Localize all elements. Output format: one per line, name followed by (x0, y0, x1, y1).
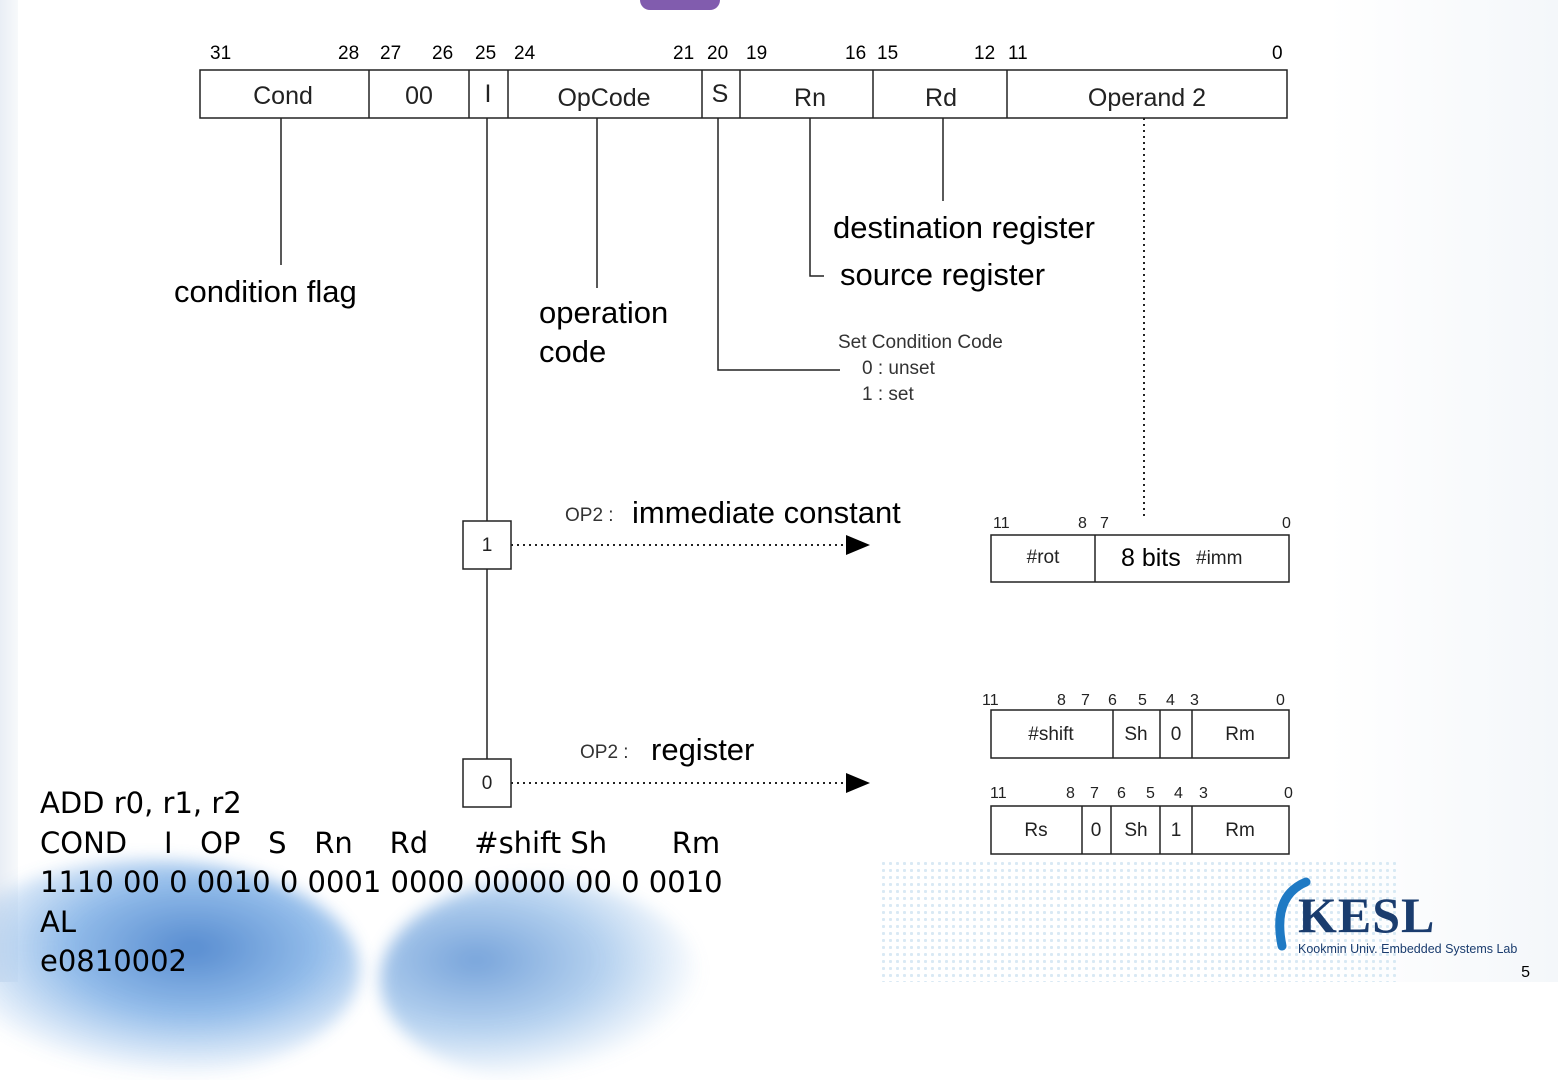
bit-number: 31 (210, 43, 231, 64)
logo-name: KESL (1298, 887, 1436, 943)
bit-number: 20 (707, 43, 728, 64)
field-rd: Rd (925, 84, 957, 112)
rs-field: Rs (1024, 820, 1047, 841)
op2-immediate-label: immediate constant (632, 495, 901, 530)
set-condition-unset: 0 : unset (862, 358, 936, 379)
bit-number: 11 (990, 785, 1007, 802)
imm-sub-label: #imm (1196, 548, 1242, 569)
op2-prefix: OP2 : (580, 742, 629, 763)
bit-number: 19 (746, 43, 767, 64)
bit-number: 24 (514, 43, 536, 64)
imm-main-label: 8 bits (1121, 544, 1181, 572)
zero-field: 0 (1091, 820, 1102, 841)
i-bit-value: 1 (482, 535, 493, 556)
bit-number: 6 (1108, 692, 1117, 709)
bit-number: 8 (1078, 515, 1087, 532)
annotation-source-register: source register (840, 257, 1045, 292)
kesl-logo: KESL Kookmin Univ. Embedded Systems Lab (1266, 872, 1536, 962)
bit-number: 11 (1008, 43, 1028, 64)
page-number: 5 (1521, 964, 1530, 981)
bit-number: 8 (1066, 785, 1075, 802)
field-s: S (712, 80, 729, 108)
example-instruction: ADD r0, r1, r2 (40, 786, 242, 820)
leader-lines (280, 118, 944, 759)
op2-register-label: register (651, 732, 754, 767)
bit-number: 21 (673, 43, 694, 64)
bit-number: 0 (1276, 692, 1285, 709)
sh-field: Sh (1124, 820, 1147, 841)
rm-field: Rm (1225, 820, 1255, 841)
title-accent-fragment (640, 0, 720, 10)
field-operand2: Operand 2 (1088, 84, 1206, 112)
set-condition-title: Set Condition Code (838, 332, 1003, 353)
logo-arc-icon (1275, 877, 1311, 951)
bit-number: 7 (1090, 785, 1099, 802)
bit-number: 7 (1100, 515, 1109, 532)
rm-field: Rm (1225, 724, 1255, 745)
instruction-format-diagram: 31 28 27 26 25 24 21 20 19 16 15 12 11 0… (174, 43, 1293, 855)
bit-number: 26 (432, 43, 453, 64)
annotation-condition-flag: condition flag (174, 274, 357, 309)
bit-number: 5 (1146, 785, 1155, 802)
example-binary: 1110 00 0 0010 0 0001 0000 00000 00 0 00… (40, 865, 723, 899)
register-shift-register-encoding: 11 8 7 6 5 4 3 0 Rs 0 Sh 1 Rm (990, 785, 1293, 855)
annotation-destination-register: destination register (833, 210, 1095, 245)
example-hex: e0810002 (40, 944, 187, 978)
bit-number: 7 (1081, 692, 1090, 709)
bit-number: 5 (1138, 692, 1147, 709)
sh-field: Sh (1124, 724, 1147, 745)
shift-field: #shift (1028, 724, 1074, 745)
decorative-dot-pattern (880, 860, 1400, 982)
background-left-band (0, 0, 18, 982)
one-field: 1 (1171, 820, 1182, 841)
set-condition-set: 1 : set (862, 384, 914, 405)
immediate-encoding: 11 8 7 0 #rot 8 bits #imm (990, 515, 1291, 583)
annotation-operation: operation (539, 295, 668, 330)
bit-number: 4 (1174, 785, 1183, 802)
field-i: I (485, 80, 492, 108)
bit-number: 3 (1190, 692, 1199, 709)
bit-number: 11 (993, 515, 1010, 532)
zero-field: 0 (1171, 724, 1182, 745)
field-00: 00 (405, 82, 433, 110)
instruction-format-box: Cond 00 I OpCode S Rn Rd Operand 2 (199, 69, 1288, 119)
rot-field: #rot (1027, 547, 1060, 568)
bit-number: 8 (1057, 692, 1066, 709)
bit-number: 12 (974, 43, 995, 64)
bit-numbers: 31 28 27 26 25 24 21 20 19 16 15 12 11 0 (210, 43, 1283, 64)
i-bit-value: 0 (482, 773, 493, 794)
bit-number: 16 (845, 43, 866, 64)
bit-number: 25 (475, 43, 496, 64)
bit-number: 11 (982, 692, 999, 709)
field-rn: Rn (794, 84, 826, 112)
add-instruction-example: ADD r0, r1, r2 COND I OP S Rn Rd #shift … (40, 784, 723, 982)
bit-number: 0 (1284, 785, 1293, 802)
bit-number: 0 (1282, 515, 1291, 532)
i-bit-one-box: 1 (462, 520, 512, 570)
example-field-names: COND I OP S Rn Rd #shift Sh Rm (40, 825, 721, 860)
field-cond: Cond (253, 82, 313, 110)
example-condition: AL (40, 904, 76, 939)
register-shift-immediate-encoding: 11 8 7 6 5 4 3 0 #shift Sh 0 Rm (982, 692, 1290, 759)
op2-prefix: OP2 : (565, 505, 614, 526)
logo-subtitle: Kookmin Univ. Embedded Systems Lab (1298, 942, 1518, 956)
bit-number: 15 (877, 43, 898, 64)
bit-number: 6 (1117, 785, 1126, 802)
field-opcode: OpCode (557, 84, 650, 112)
annotation-code: code (539, 334, 606, 369)
background-right-band (1328, 0, 1558, 982)
bit-number: 3 (1199, 785, 1208, 802)
bit-number: 0 (1272, 43, 1283, 64)
bit-number: 4 (1166, 692, 1175, 709)
bit-number: 27 (380, 43, 401, 64)
bit-number: 28 (338, 43, 359, 64)
